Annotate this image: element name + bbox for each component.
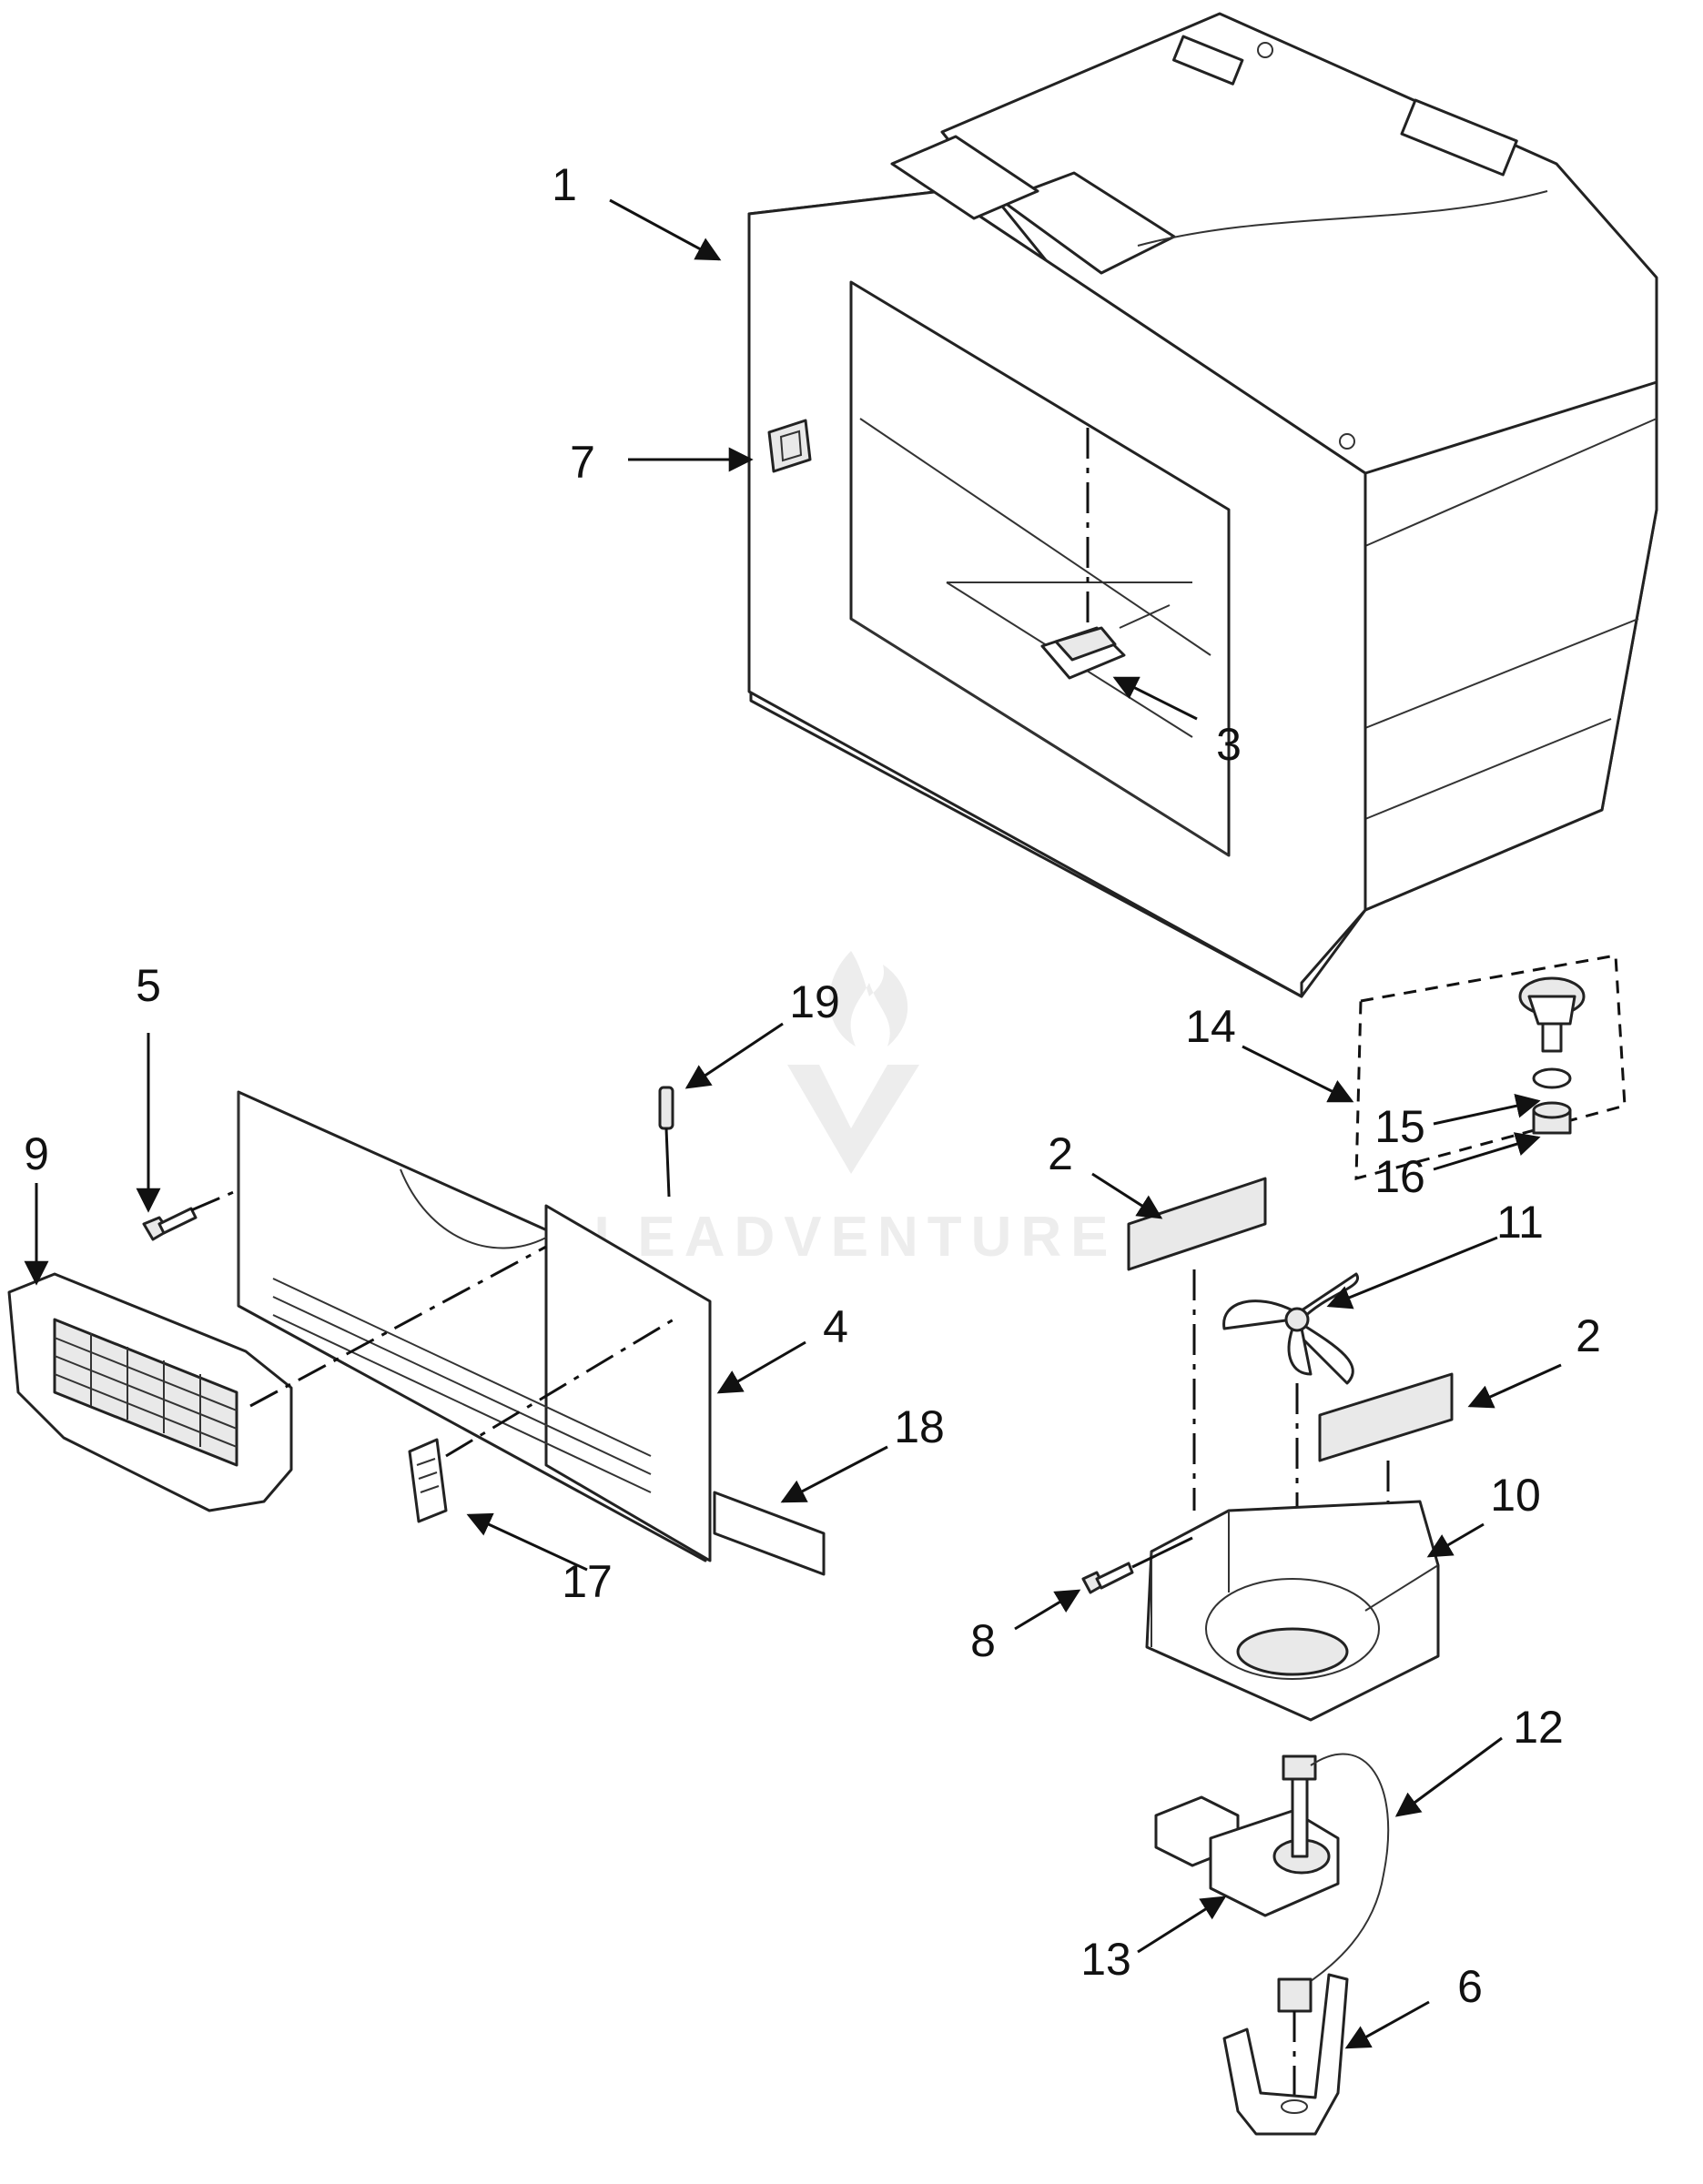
callout-17: 17: [562, 1556, 613, 1607]
leader-2a: [1091, 1172, 1163, 1219]
leader-15: [1433, 1093, 1541, 1126]
part-9-grille: [7, 1245, 547, 1512]
callout-7: 7: [570, 437, 595, 488]
callout-12: 12: [1513, 1702, 1564, 1753]
callout-2a: 2: [1048, 1128, 1073, 1179]
leader-11: [1326, 1236, 1498, 1309]
callout-2b: 2: [1576, 1310, 1601, 1361]
part-4-evaporator-cover: [237, 1090, 712, 1562]
part-6-bracket: [1222, 1973, 1349, 2136]
leader-8: [1014, 1589, 1081, 1631]
leader-2b: [1467, 1363, 1562, 1409]
callout-9: 9: [24, 1128, 49, 1179]
callout-4: 4: [823, 1301, 848, 1352]
leader-3: [1112, 676, 1198, 721]
leader-16: [1433, 1132, 1541, 1171]
part-2-pad-upper: [1127, 1177, 1267, 1511]
callout-10: 10: [1490, 1470, 1541, 1521]
callout-13: 13: [1080, 1934, 1131, 1985]
leader-4: [716, 1340, 806, 1394]
watermark: LEADVENTURE: [593, 951, 1117, 1269]
watermark-text: LEADVENTURE: [593, 1206, 1117, 1269]
callout-16: 16: [1374, 1151, 1425, 1202]
part-7-switch: [767, 419, 812, 473]
leader-arrows: [24, 198, 1562, 2049]
leader-19: [684, 1022, 784, 1089]
callout-6: 6: [1457, 1961, 1483, 2012]
part-10-fan-shroud: [1145, 1500, 1440, 1722]
leader-10: [1426, 1522, 1485, 1558]
callout-18: 18: [894, 1401, 945, 1452]
leader-18: [780, 1445, 888, 1503]
part-18-gasket: [713, 1491, 826, 1576]
part-17-clip: [408, 1318, 674, 1523]
part-12-fan-motor: [1154, 1753, 1390, 2107]
callout-14: 14: [1185, 1001, 1236, 1052]
leader-14: [1242, 1045, 1354, 1103]
part-3-sensor: [1040, 428, 1171, 680]
callout-1: 1: [552, 159, 577, 210]
callout-3: 3: [1216, 719, 1242, 770]
leader-1: [609, 198, 722, 261]
leader-17: [466, 1512, 588, 1572]
callout-5: 5: [136, 960, 161, 1011]
callout-19: 19: [789, 976, 840, 1027]
callout-15: 15: [1374, 1101, 1425, 1152]
callout-11: 11: [1496, 1197, 1544, 1248]
part-1-freezer-liner: [747, 12, 1658, 998]
part-8-screw: [1081, 1536, 1193, 1594]
callout-8: 8: [970, 1615, 996, 1666]
part-14-group: [1354, 954, 1627, 1180]
leader-13: [1137, 1896, 1227, 1954]
callout-labels: 1 7 3 5 19 14 15 16 9 2 11 4 2 18 10 17 …: [24, 159, 1601, 2012]
leader-12: [1394, 1736, 1503, 1817]
part-19-thermistor: [658, 1086, 674, 1198]
leader-6: [1344, 2000, 1430, 2049]
